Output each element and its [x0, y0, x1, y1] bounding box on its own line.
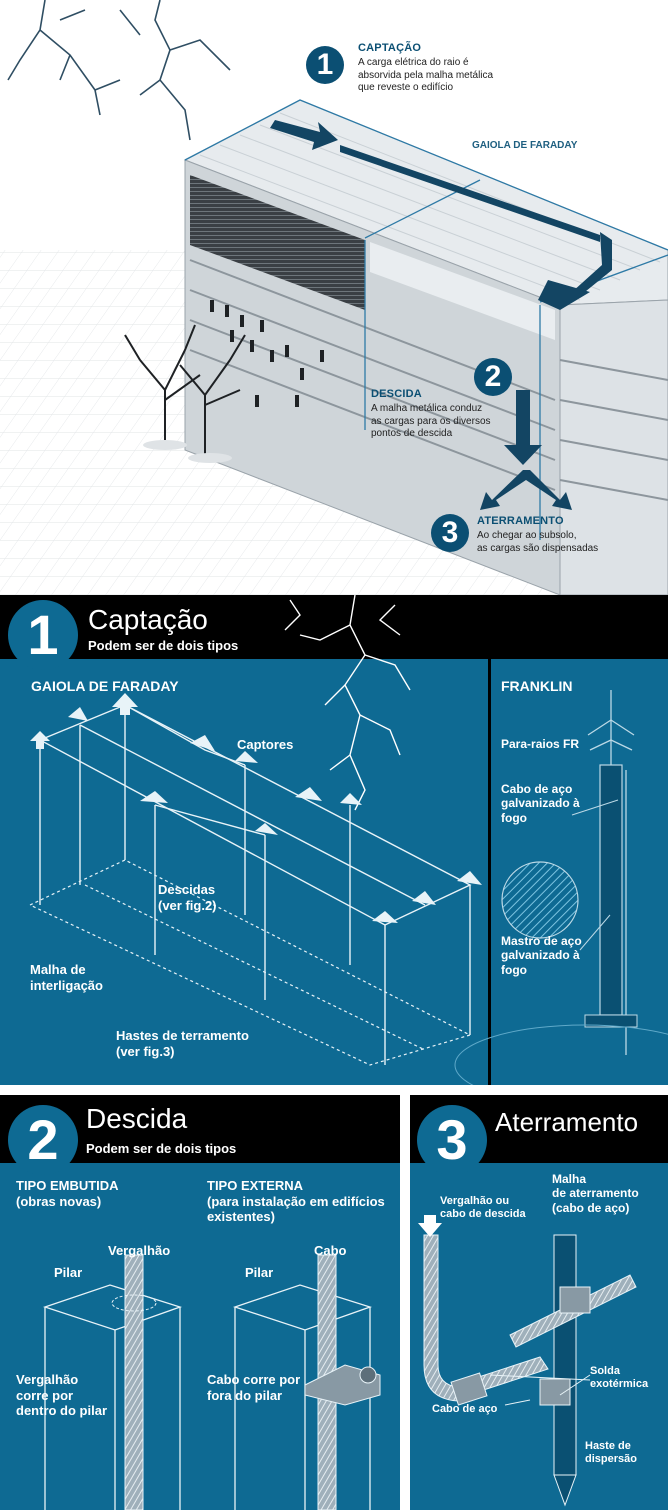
step3-body: Ao chegar ao subsolo, as cargas são disp…: [477, 530, 599, 554]
step3-number: 3: [431, 514, 469, 552]
rebar: [124, 1254, 144, 1510]
panel3-title: Aterramento: [495, 1107, 639, 1137]
panel1-graphic: [0, 595, 668, 1085]
panel2-graphic: [0, 1095, 400, 1510]
malha-aterramento-label: Malha de aterramento (cabo de aço): [552, 1172, 639, 1215]
step2-body: A malha metálica conduz as cargas para o…: [371, 403, 491, 439]
pilar-label-1: Pilar: [54, 1265, 83, 1280]
pillar-embutida: [42, 1284, 183, 1510]
step2-title: DESCIDA: [371, 388, 422, 400]
step1-number: 1: [306, 46, 344, 84]
franklin-rod: [587, 690, 635, 1055]
cabo-label: Cabo: [314, 1243, 347, 1258]
hastes-label: Hastes de terramento (ver fig.3): [116, 1028, 249, 1059]
panel1-title: Captação: [88, 604, 208, 635]
panel2-title: Descida: [86, 1103, 188, 1134]
weld-top: [559, 1286, 591, 1314]
mastro-label: Mastro de aço galvanizado à fogo: [501, 934, 582, 977]
step1-body: A carga elétrica do raio é absorvida pel…: [358, 57, 494, 93]
step2-number: 2: [474, 358, 512, 396]
embutida-desc: Vergalhão corre por dentro do pilar: [16, 1372, 107, 1419]
externa-heading: TIPO EXTERNA (para instalação em edifíci…: [207, 1178, 385, 1225]
panel1-subtitle: Podem ser de dois tipos: [88, 638, 239, 653]
solda-label: Solda exotérmica: [590, 1365, 649, 1391]
embutida-heading: TIPO EMBUTIDA (obras novas): [16, 1178, 119, 1209]
building-illustration: [0, 0, 668, 595]
flow-arrows: [270, 120, 612, 510]
step3-title: ATERRAMENTO: [477, 515, 564, 527]
trees: [124, 324, 246, 455]
cable-crosssection: [501, 861, 579, 939]
vergalhao-cabo-label: Vergalhão ou cabo de descida: [440, 1195, 526, 1221]
captor-arrows: [30, 693, 482, 923]
captores-label: Captores: [237, 737, 294, 752]
lightning-bolt: [7, 0, 231, 141]
pillar-externa: [232, 1284, 373, 1510]
faraday-label: GAIOLA DE FARADAY: [472, 140, 578, 151]
panel3-number: 3: [417, 1105, 487, 1175]
pararaios-label: Para-raios FR: [501, 737, 580, 751]
panel1-number: 1: [8, 600, 78, 670]
descidas-label: Descidas (ver fig.2): [158, 882, 217, 913]
step1-title: CAPTAÇÃO: [358, 42, 422, 54]
vergalhao-label: Vergalhão: [108, 1243, 171, 1258]
panel2-subtitle: Podem ser de dois tipos: [86, 1141, 237, 1156]
faraday-panel: [0, 659, 488, 1085]
pilar-label-2: Pilar: [245, 1265, 274, 1280]
haste-label: Haste de dispersão: [585, 1440, 637, 1466]
faraday-cage: [38, 704, 472, 1065]
faraday-heading: GAIOLA DE FARADAY: [31, 678, 179, 694]
cabo-aco-label: Cabo de aço galvanizado à fogo: [501, 782, 580, 825]
cabo-aco-label-3: Cabo de aço: [432, 1403, 498, 1415]
panel2-number: 2: [8, 1105, 78, 1175]
franklin-heading: FRANKLIN: [501, 678, 573, 694]
externa-desc: Cabo corre por fora do pilar: [207, 1372, 301, 1403]
panel1-lightning: [284, 595, 411, 811]
weld-bottom: [539, 1378, 571, 1406]
people: [210, 300, 324, 407]
malha-label: Malha de interligação: [30, 962, 103, 993]
